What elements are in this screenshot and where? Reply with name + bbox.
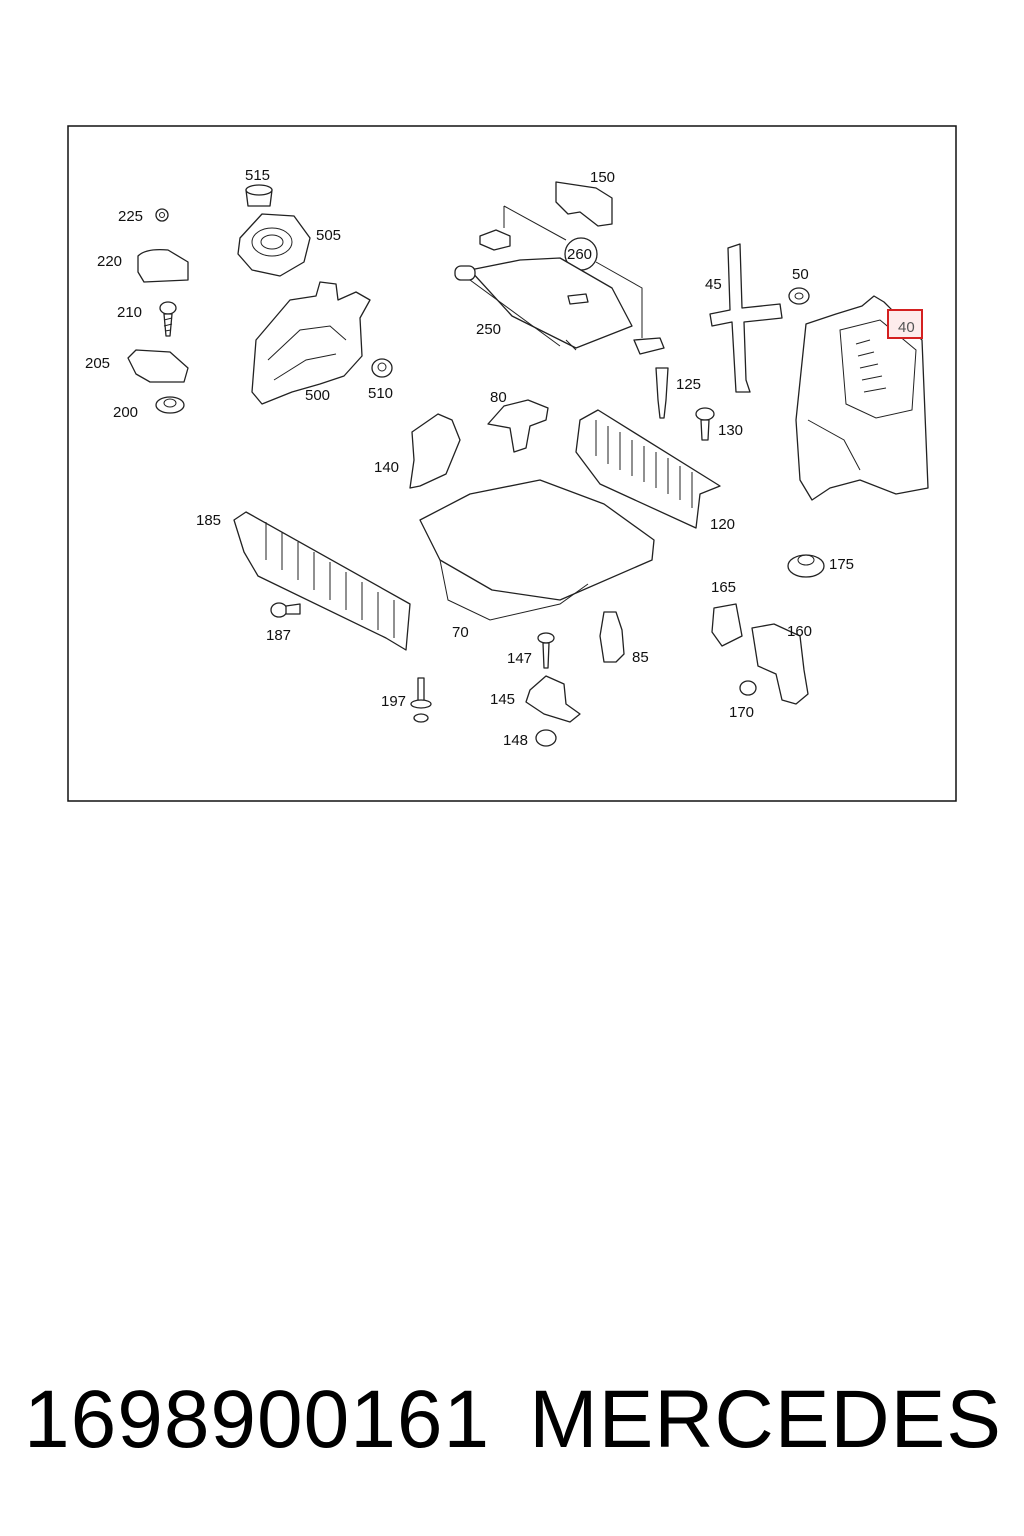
part-160-bracket [751,623,809,705]
part-140-bracket [409,413,461,489]
callout-260: 260 [567,246,592,263]
part-510-nut [371,358,393,378]
callout-45: 45 [705,276,722,293]
highlight-box [887,309,923,339]
callout-165: 165 [711,579,736,596]
part-515-cap [245,184,273,207]
callout-210: 210 [117,304,142,321]
callout-510: 510 [368,385,393,402]
callout-130: 130 [718,422,743,439]
part-165-clip [711,603,743,647]
callout-200: 200 [113,404,138,421]
part-70-tray [419,479,655,621]
part-50-grommet [788,287,810,305]
part-145-clip [525,675,581,723]
callout-125: 125 [676,376,701,393]
callout-220: 220 [97,253,122,270]
callout-170: 170 [729,704,754,721]
part-225-washer [155,208,169,222]
part-197-bolt [410,677,432,723]
part-185-grille [233,511,411,651]
callout-70: 70 [452,624,469,641]
part-number: 1698900161 [24,1374,491,1465]
callout-515: 515 [245,167,270,184]
part-40-housing [795,295,929,501]
callout-120: 120 [710,516,735,533]
callout-40: 40 [898,319,915,336]
callout-250: 250 [476,321,501,338]
part-175-grommet [787,554,825,578]
caption: 1698900161 MERCEDES [0,1360,1024,1480]
callout-145: 145 [490,691,515,708]
callout-185: 185 [196,512,221,529]
part-147-screw [537,632,555,669]
callout-80: 80 [490,389,507,406]
part-200-clip [155,396,185,414]
part-505-holder [237,213,311,277]
part-85-bumper [599,611,625,663]
part-45-bracket [709,243,783,393]
callout-85: 85 [632,649,649,666]
part-220-cover [137,248,189,283]
part-250-cover [454,257,665,355]
callout-148: 148 [503,732,528,749]
part-205-bracket [127,349,189,383]
callout-225: 225 [118,208,143,225]
part-150-bracket [555,181,613,227]
callout-50: 50 [792,266,809,283]
callout-175: 175 [829,556,854,573]
callout-160: 160 [787,623,812,640]
parts-diagram: 515 225 220 210 205 200 505 500 510 150 … [67,125,957,802]
brand-name: MERCEDES [529,1374,1002,1465]
part-210-screw [159,301,177,337]
part-187-pin [270,602,301,618]
part-500-housing [251,281,371,405]
callout-205: 205 [85,355,110,372]
part-80-clip [487,399,549,453]
part-260-group [479,205,643,338]
callout-505: 505 [316,227,341,244]
callout-150: 150 [590,169,615,186]
part-120-vent [575,409,721,529]
part-148-nut [535,729,557,747]
callout-147: 147 [507,650,532,667]
callout-197: 197 [381,693,406,710]
callout-500: 500 [305,387,330,404]
callout-187: 187 [266,627,291,644]
part-130-clip [695,407,715,441]
part-125-pin [655,367,669,419]
callout-140: 140 [374,459,399,476]
part-170-nut [739,680,757,696]
